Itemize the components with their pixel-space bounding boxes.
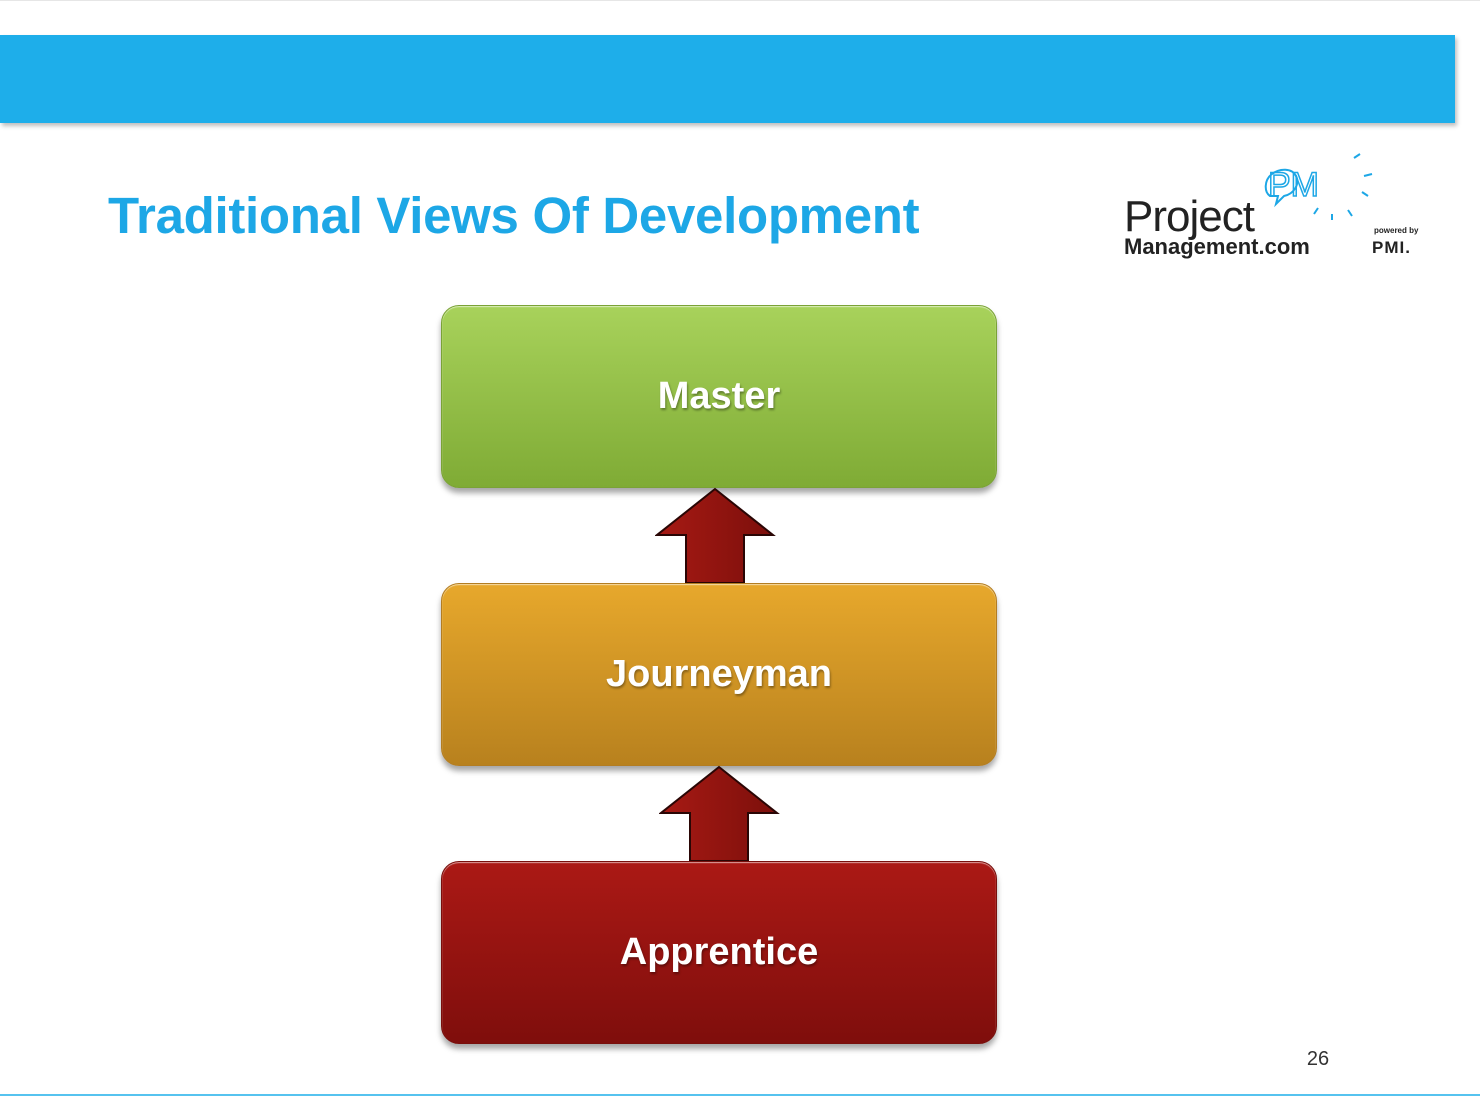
logo-powered-by: powered by xyxy=(1374,226,1419,235)
stage-apprentice: Apprentice xyxy=(441,861,997,1044)
stage-label: Master xyxy=(657,375,781,417)
logo-management-text: Management.com xyxy=(1124,234,1310,259)
projectmanagement-logo: PM Project Management.com powered by PMI… xyxy=(1118,152,1438,272)
logo-pmi: PMI. xyxy=(1372,238,1411,257)
stage-journeyman: Journeyman xyxy=(441,583,997,766)
svg-text:PM: PM xyxy=(1268,166,1319,204)
up-arrow-icon xyxy=(659,765,780,862)
bottom-divider xyxy=(0,1094,1480,1096)
stage-master: Master xyxy=(441,305,997,488)
stage-label: Apprentice xyxy=(619,931,819,973)
up-arrow-icon xyxy=(655,487,776,584)
page-number: 26 xyxy=(1306,1048,1330,1070)
top-divider xyxy=(0,0,1480,1)
logo-project-text: Project xyxy=(1124,192,1255,241)
stage-label: Journeyman xyxy=(606,653,832,695)
slide-title: Traditional Views Of Development xyxy=(108,187,920,244)
pm-speech-bubble-icon: PM xyxy=(1264,153,1373,220)
header-band xyxy=(0,35,1455,123)
